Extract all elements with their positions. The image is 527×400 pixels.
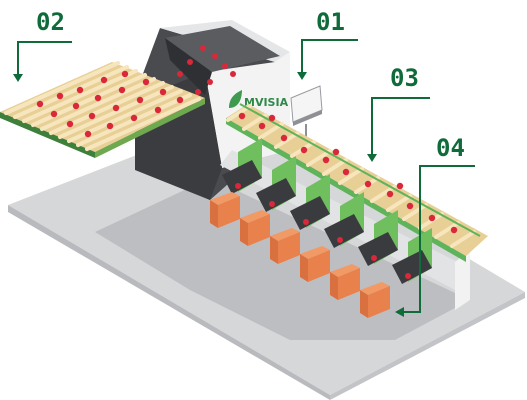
callout-03: 03 (367, 64, 430, 162)
camera-unit (290, 85, 323, 138)
brand-logo: MVISIA (229, 90, 289, 109)
chute (358, 210, 398, 266)
sorting-fruits (238, 112, 458, 234)
bin (360, 282, 390, 318)
infeed-fruits (36, 70, 184, 138)
bin (330, 264, 360, 300)
sorting-conveyor (226, 104, 488, 262)
callout-02: 02 (13, 8, 72, 82)
callout-02-label: 02 (36, 8, 65, 36)
chute (290, 174, 330, 230)
collection-bins (210, 192, 390, 318)
callout-04: 04 (395, 134, 475, 317)
callout-01-label: 01 (316, 8, 345, 36)
guide-rail (239, 103, 481, 237)
bin (270, 228, 300, 264)
chute (222, 138, 262, 194)
bin (210, 192, 240, 228)
sorting-chutes (222, 138, 432, 284)
bin (240, 210, 270, 246)
callout-03-label: 03 (390, 64, 419, 92)
chute (256, 156, 296, 212)
callout-04-label: 04 (436, 134, 465, 162)
infeed-conveyor (0, 62, 205, 158)
bin (300, 246, 330, 282)
callout-01: 01 (297, 8, 358, 80)
chute-fruits (235, 183, 411, 279)
leaf-icon (229, 90, 242, 108)
brand-name: MVISIA (244, 96, 289, 109)
hopper-fruits (177, 45, 236, 95)
chute (324, 192, 364, 248)
